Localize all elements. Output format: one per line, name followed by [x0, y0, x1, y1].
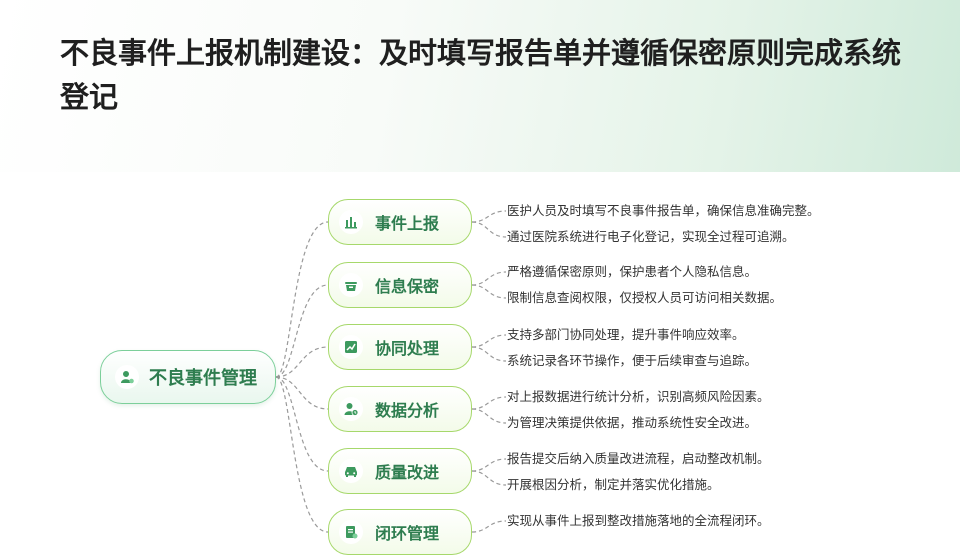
root-connector — [275, 376, 329, 533]
branch-connector — [471, 470, 507, 486]
branch-detail-text: 报告提交后纳入质量改进流程，启动整改机制。 — [507, 452, 770, 466]
branch-detail-text: 实现从事件上报到整改措施落地的全流程闭环。 — [507, 514, 770, 528]
branch-node-data-analysis: 数据分析 — [328, 386, 472, 432]
root-connector — [275, 221, 329, 378]
branch-detail-text: 医护人员及时填写不良事件报告单，确保信息准确完整。 — [507, 204, 820, 218]
branch-connector — [471, 334, 507, 348]
branch-node-privacy: 信息保密 — [328, 262, 472, 308]
branch-detail-text: 系统记录各环节操作，便于后续审查与追踪。 — [507, 354, 758, 368]
root-node: 不良事件管理 — [100, 350, 276, 404]
branch-label: 数据分析 — [375, 403, 440, 420]
branch-label: 协同处理 — [375, 341, 440, 358]
root-node-label: 不良事件管理 — [149, 368, 257, 388]
branch-connector — [471, 271, 507, 286]
root-connector — [275, 376, 329, 410]
branch-detail-text: 对上报数据进行统计分析，识别高频风险因素。 — [507, 390, 770, 404]
root-connector — [275, 376, 329, 472]
branch-detail-text: 开展根因分析，制定并落实优化措施。 — [507, 478, 720, 492]
branch-label: 质量改进 — [375, 465, 440, 482]
car-icon — [339, 459, 363, 483]
trend-chart-icon — [339, 335, 363, 359]
header-background — [0, 0, 960, 172]
branch-connector — [471, 458, 507, 472]
branch-node-event-report: 事件上报 — [328, 199, 472, 245]
branch-node-collaboration: 协同处理 — [328, 324, 472, 370]
user-clock-icon — [339, 397, 363, 421]
user-icon — [115, 365, 139, 389]
branch-detail-text: 为管理决策提供依据，推动系统性安全改进。 — [507, 416, 758, 430]
branch-label: 闭环管理 — [375, 526, 440, 543]
branch-detail-text: 通过医院系统进行电子化登记，实现全过程可追溯。 — [507, 230, 795, 244]
bar-chart-icon — [339, 210, 363, 234]
branch-connector — [471, 346, 507, 362]
branch-detail-text: 限制信息查阅权限，仅授权人员可访问相关数据。 — [507, 291, 783, 305]
branch-connector — [471, 396, 507, 410]
branch-detail-text: 严格遵循保密原则，保护患者个人隐私信息。 — [507, 265, 758, 279]
branch-label: 信息保密 — [375, 279, 440, 296]
root-connector — [275, 346, 329, 378]
page-title: 不良事件上报机制建设：及时填写报告单并遵循保密原则完成系统登记 — [60, 38, 902, 114]
root-connector — [275, 284, 329, 378]
basket-icon — [339, 273, 363, 297]
branch-connector — [471, 210, 507, 223]
branch-connector — [471, 221, 507, 238]
connector-lines — [275, 210, 507, 533]
branch-connector — [471, 520, 507, 533]
branch-detail-text: 支持多部门协同处理，提升事件响应效率。 — [507, 328, 745, 342]
branch-connector — [471, 284, 507, 299]
branch-connector — [471, 408, 507, 424]
document-icon — [339, 520, 363, 544]
branch-label: 事件上报 — [375, 216, 440, 233]
branch-node-closed-loop: 闭环管理 — [328, 509, 472, 555]
branch-node-quality-improvement: 质量改进 — [328, 448, 472, 494]
